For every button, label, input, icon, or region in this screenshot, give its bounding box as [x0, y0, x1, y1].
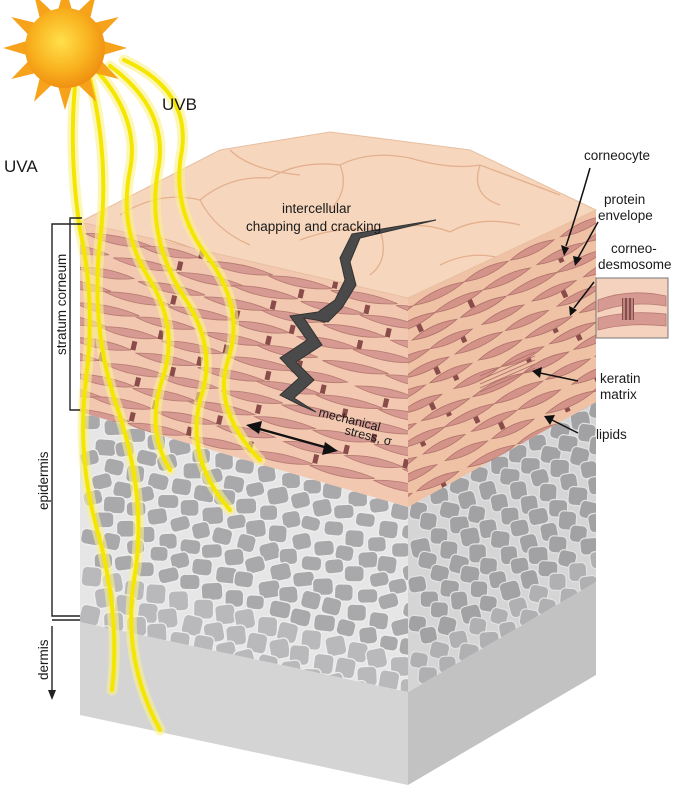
sun-icon — [3, 0, 127, 110]
epidermis-layer — [80, 402, 596, 692]
crack-label-line1: intercellular — [282, 201, 352, 216]
crack-label-line2: chapping and cracking — [246, 219, 381, 234]
stratum-corneum-bracket — [69, 217, 82, 411]
uva-label: UVA — [4, 157, 38, 176]
layer-brackets — [48, 217, 82, 700]
protein-envelope-label-line1: protein — [604, 192, 645, 207]
label-leaders — [532, 167, 599, 434]
mechanical-stress-arrow — [246, 421, 338, 455]
corneocyte-label: corneocyte — [584, 148, 650, 163]
lipids-label: lipids — [596, 427, 627, 442]
corneodesmosome-inset — [595, 277, 669, 339]
keratin-matrix-label-line2: matrix — [600, 387, 637, 402]
dermis-layer — [80, 582, 596, 785]
epidermis-bracket — [51, 223, 82, 617]
epidermis-label: epidermis — [36, 451, 51, 510]
skin-surface — [78, 131, 598, 299]
uvb-label: UVB — [162, 95, 197, 114]
corneodesmosome-label-line2: desmosome — [598, 257, 672, 272]
corneodesmosome-label-line1: corneo- — [611, 241, 657, 256]
text-labels: UVA UVB intercellular chapping and crack… — [4, 95, 672, 680]
intercellular-crack — [279, 219, 437, 413]
keratin-matrix-label-line1: keratin — [600, 371, 641, 386]
dermis-label: dermis — [36, 639, 51, 680]
uv-rays — [67, 54, 266, 736]
protein-envelope-label-line2: envelope — [598, 208, 653, 223]
stratum-corneum-label: stratum corneum — [54, 254, 69, 355]
